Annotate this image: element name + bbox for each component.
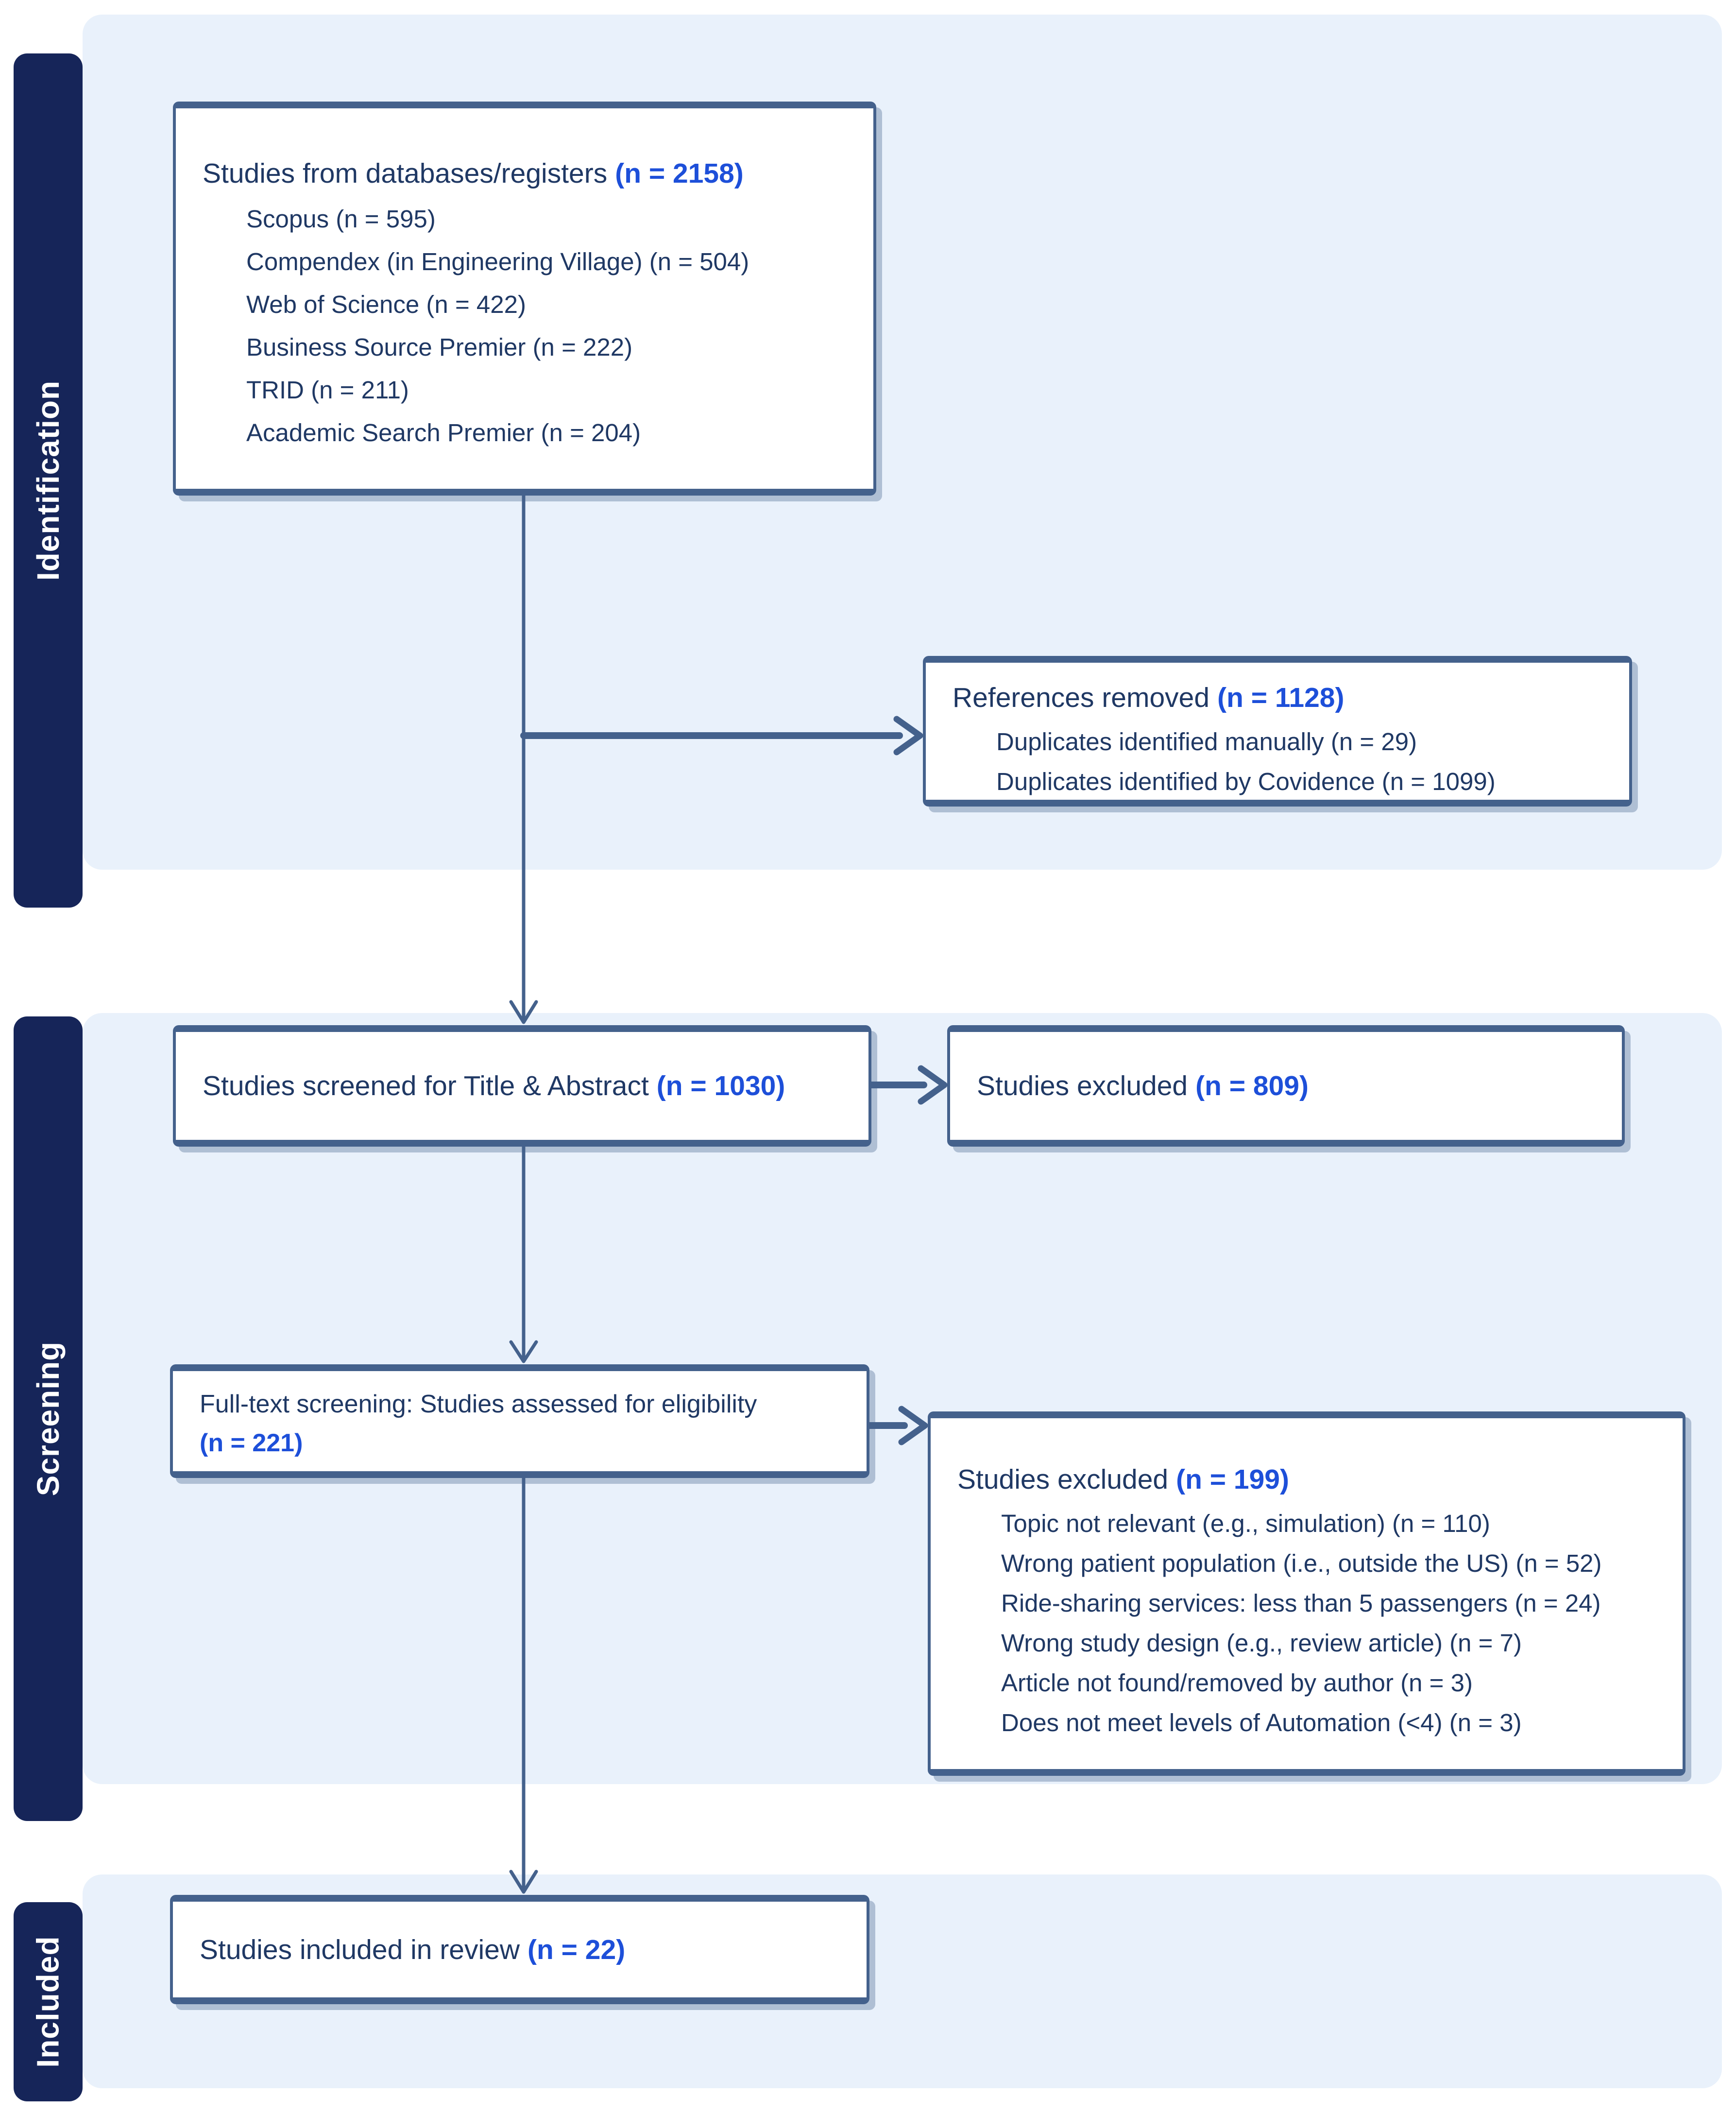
screened-title-text: Studies screened for Title & Abstract — [203, 1070, 649, 1101]
list-item: TRID (n = 211) — [246, 376, 409, 404]
databases-box-title: Studies from databases/registers(n = 215… — [203, 152, 847, 195]
list-item: Compendex (in Engineering Village) (n = … — [246, 248, 749, 275]
references-removed-count: (n = 1128) — [1217, 682, 1345, 713]
list-item: Wrong patient population (i.e., outside … — [1001, 1549, 1602, 1577]
list-item: Business Source Premier (n = 222) — [246, 333, 633, 361]
list-item: Article not found/removed by author (n =… — [1001, 1669, 1473, 1697]
excluded-title-abstract-box: Studies excluded(n = 809) — [947, 1025, 1625, 1147]
list-item: Does not meet levels of Automation (<4) … — [1001, 1709, 1522, 1736]
excluded-title-abstract-title: Studies excluded(n = 809) — [977, 1065, 1309, 1107]
stage-label-identification: Identification — [14, 53, 83, 908]
excluded-fulltext-list: Topic not relevant (e.g., simulation) (n… — [957, 1504, 1656, 1743]
references-removed-list: Duplicates identified manually (n = 29) … — [953, 722, 1602, 802]
excluded-title-abstract-count: (n = 809) — [1195, 1070, 1309, 1101]
excluded-fulltext-count: (n = 199) — [1176, 1464, 1289, 1495]
list-item: Ride-sharing services: less than 5 passe… — [1001, 1589, 1601, 1617]
list-item: Scopus (n = 595) — [246, 205, 436, 233]
excluded-fulltext-title: Studies excluded(n = 199) — [957, 1458, 1656, 1501]
fulltext-box: Full-text screening: Studies assessed fo… — [170, 1364, 869, 1478]
list-item: Wrong study design (e.g., review article… — [1001, 1629, 1522, 1657]
fulltext-title-text: Full-text screening: Studies assessed fo… — [200, 1390, 757, 1418]
list-item: Academic Search Premier (n = 204) — [246, 419, 641, 447]
databases-list: Scopus (n = 595) Compendex (in Engineeri… — [203, 198, 847, 454]
stage-label-identification-text: Identification — [31, 380, 66, 581]
fulltext-count: (n = 221) — [200, 1429, 303, 1457]
included-count: (n = 22) — [528, 1934, 626, 1965]
excluded-fulltext-box: Studies excluded(n = 199) Topic not rele… — [928, 1411, 1685, 1776]
stage-label-screening: Screening — [14, 1016, 83, 1821]
databases-title-text: Studies from databases/registers — [203, 158, 608, 189]
included-box-title: Studies included in review (n = 22) — [200, 1928, 625, 1971]
screened-count: (n = 1030) — [656, 1070, 785, 1101]
list-item: Duplicates identified by Covidence (n = … — [996, 768, 1496, 795]
included-title-text: Studies included in review — [200, 1934, 520, 1965]
list-item: Topic not relevant (e.g., simulation) (n… — [1001, 1510, 1490, 1537]
databases-count: (n = 2158) — [615, 158, 744, 189]
references-removed-box: References removed(n = 1128) Duplicates … — [923, 656, 1632, 807]
excluded-fulltext-title-text: Studies excluded — [957, 1464, 1169, 1495]
databases-box: Studies from databases/registers(n = 215… — [173, 102, 876, 496]
screened-box-title: Studies screened for Title & Abstract(n … — [203, 1065, 785, 1107]
fulltext-box-title: Full-text screening: Studies assessed fo… — [200, 1385, 840, 1462]
references-removed-title-text: References removed — [953, 682, 1210, 713]
stage-label-included: Included — [14, 1902, 83, 2101]
stage-label-screening-text: Screening — [31, 1341, 66, 1496]
included-box: Studies included in review (n = 22) — [170, 1895, 869, 2004]
excluded-title-abstract-text: Studies excluded — [977, 1070, 1188, 1101]
screened-box: Studies screened for Title & Abstract(n … — [173, 1025, 871, 1147]
list-item: Duplicates identified manually (n = 29) — [996, 728, 1417, 756]
references-removed-title: References removed(n = 1128) — [953, 676, 1602, 719]
list-item: Web of Science (n = 422) — [246, 291, 526, 318]
stage-label-included-text: Included — [31, 1936, 66, 2068]
